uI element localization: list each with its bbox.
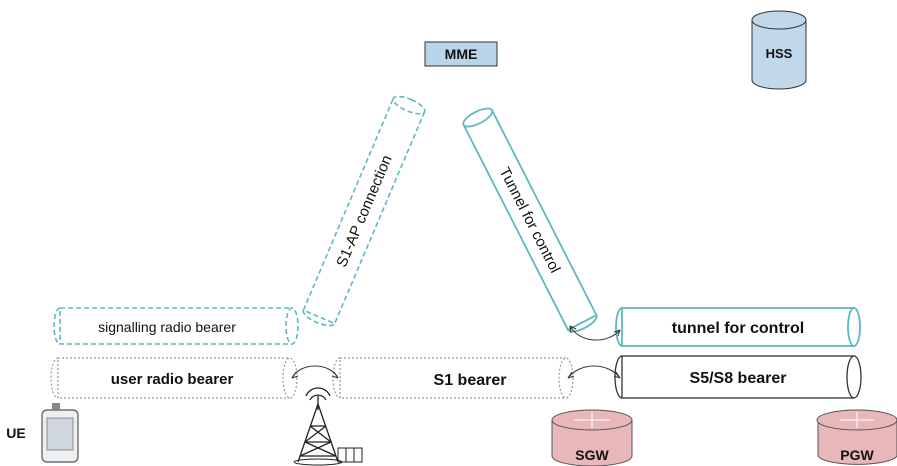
s1ap-connection-tube: S1-AP connection bbox=[302, 95, 426, 327]
arrow-control-connector bbox=[569, 325, 621, 341]
signalling-radio-label: signalling radio bearer bbox=[98, 319, 236, 335]
pgw-label: PGW bbox=[840, 447, 874, 463]
tunnel-for-control-diagonal-tube: Tunnel for control bbox=[462, 107, 598, 333]
tunnel-for-control-tube: tunnel for control bbox=[615, 307, 861, 347]
sgw-label: SGW bbox=[575, 447, 609, 463]
sgw-node: SGW bbox=[551, 409, 633, 466]
mme-node: MME bbox=[424, 41, 498, 67]
hss-label: HSS bbox=[766, 46, 793, 61]
user-radio-label: user radio bearer bbox=[111, 371, 234, 388]
ue-label: UE bbox=[6, 425, 25, 441]
s1-bearer-label: S1 bearer bbox=[434, 372, 507, 389]
tunnel-control-label: tunnel for control bbox=[672, 320, 804, 337]
ue-node: UE bbox=[6, 403, 79, 463]
arrow-sgw-connector bbox=[567, 365, 621, 379]
s5s8-bearer-tube: S5/S8 bearer bbox=[614, 355, 862, 399]
tunnel-control-diag-label: Tunnel for control bbox=[496, 165, 564, 276]
s5s8-label: S5/S8 bearer bbox=[690, 370, 787, 387]
s1-bearer-tube: S1 bearer bbox=[332, 357, 574, 399]
connector-arrows bbox=[291, 325, 621, 379]
user-radio-bearer-tube: user radio bearer bbox=[50, 357, 298, 399]
arrow-enb-connector bbox=[291, 365, 339, 379]
signalling-radio-bearer-tube: signalling radio bearer bbox=[53, 307, 299, 345]
enodeb-tower-icon bbox=[293, 387, 363, 466]
hss-node: HSS bbox=[751, 10, 807, 90]
pgw-node: PGW bbox=[816, 409, 897, 465]
mme-label: MME bbox=[445, 46, 478, 62]
